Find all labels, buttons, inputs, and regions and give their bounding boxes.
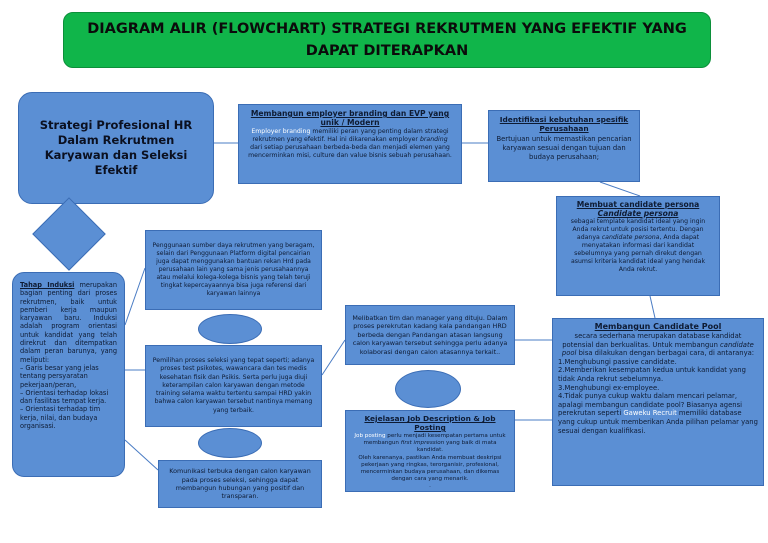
- komunikasi-node: Komunikasi terbuka dengan calon karyawan…: [158, 460, 322, 508]
- pool-item: 3.Menghubungi ex-employee.: [558, 383, 660, 392]
- main-strategy-node: Strategi Profesional HR Dalam Rekrutmen …: [18, 92, 214, 204]
- induksi-text: Tahap Induksi merupakan bagian penting d…: [20, 281, 117, 364]
- kebutuhan-text: Bertujuan untuk memastikan pencarian kar…: [496, 135, 632, 161]
- job-posting-highlight: Job posting: [354, 433, 386, 439]
- pool-highlight: Gaweku Recruit: [623, 409, 677, 418]
- induksi-item: – Orientasi terhadap lokasi dan fasilita…: [20, 388, 109, 406]
- connector-ellipse-right: [395, 370, 461, 408]
- kebutuhan-spesifik-node: Identifikasi kebutuhan spesifik Perusaha…: [488, 110, 640, 182]
- sumber-daya-node: Penggunaan sumber daya rekrutmen yang be…: [145, 230, 322, 310]
- pool-item: 2.Memberikan kesempatan kedua untuk kand…: [558, 366, 746, 383]
- persona-body-2: , Anda dapat menyatakan informasi dari k…: [570, 234, 706, 273]
- connector-persona-to-pool: [649, 295, 656, 319]
- job-posting-heading: Kejelasan Job Description & Job Posting: [364, 414, 496, 432]
- pool-item: 1.Menghubungi passive candidate.: [558, 357, 677, 366]
- induksi-body: merupakan bagian penting dari proses rek…: [20, 281, 117, 364]
- induksi-heading: Tahap Induksi: [20, 281, 75, 289]
- connector-kebutuhan-to-persona: [599, 181, 641, 197]
- job-posting-text: Job posting perlu menjadi kesempatan per…: [351, 433, 509, 491]
- libatkan-tim-text: Melibatkan tim dan manager yang dituju. …: [352, 313, 508, 356]
- libatkan-tim-node: Melibatkan tim dan manager yang dituju. …: [345, 305, 515, 365]
- job-posting-dot: .: [429, 483, 431, 490]
- connector-komunikasi-to-induksi: [124, 439, 159, 471]
- induksi-item: – Garis besar yang jelas tentang persyar…: [20, 363, 99, 389]
- job-posting-italic: first impression: [400, 440, 445, 447]
- employer-branding-italic: branding: [419, 136, 448, 143]
- induksi-item: – Orientasi terhadap tim kerja, nilai, d…: [20, 405, 101, 431]
- job-posting-body-2: yang baik di mata kandidat.: [416, 440, 497, 454]
- persona-body-1: sebagai template kandidat ideal yang ing…: [570, 218, 706, 241]
- sumber-daya-text: Penggunaan sumber daya rekrutmen yang be…: [152, 242, 315, 297]
- connector-ellipse-left-top: [198, 314, 262, 344]
- induksi-list: – Garis besar yang jelas tentang persyar…: [20, 364, 117, 430]
- persona-subheading: Candidate persona: [597, 209, 679, 218]
- pool-intro-2: bisa dilakukan dengan berbagai cara, di …: [576, 349, 755, 358]
- candidate-pool-node: Membangun Candidate Pool secara sederhan…: [552, 318, 764, 486]
- employer-branding-body-1: memiliki peran yang penting dalam strate…: [252, 128, 449, 143]
- connector-ellipse-left-bottom: [198, 428, 262, 458]
- connector-sumber-to-induksi: [124, 267, 146, 326]
- main-strategy-label: Strategi Profesional HR Dalam Rekrutmen …: [39, 118, 193, 177]
- employer-branding-highlight: Employer branding: [251, 128, 311, 135]
- pool-item-4-text: 4.Tidak punya cukup waktu dalam mencari …: [558, 392, 743, 418]
- connector-tim-to-seleksi: [321, 339, 346, 376]
- pool-intro: secara sederhana merupakan database kand…: [558, 332, 758, 358]
- pool-heading: Membangun Candidate Pool: [594, 322, 722, 331]
- pool-list: 1.Menghubungi passive candidate. 2.Membe…: [558, 358, 758, 435]
- persona-heading: Membuat candidate persona: [576, 200, 700, 209]
- page-title: DIAGRAM ALIR (FLOWCHART) STRATEGI REKRUT…: [63, 12, 711, 68]
- pool-intro-italic: candidate pool: [561, 340, 754, 358]
- persona-text: sebagai template kandidat ideal yang ing…: [563, 218, 713, 274]
- kebutuhan-heading: Identifikasi kebutuhan spesifik Perusaha…: [499, 115, 629, 133]
- job-posting-body-3: Oleh karenanya, pastikan Anda membuat de…: [358, 454, 502, 483]
- job-posting-node: Kejelasan Job Description & Job Posting …: [345, 410, 515, 492]
- komunikasi-text: Komunikasi terbuka dengan calon karyawan…: [169, 467, 311, 501]
- persona-italic: candidate persona: [601, 234, 660, 241]
- job-posting-body-1: perlu menjadi kesempatan pertama untuk m…: [363, 433, 506, 447]
- pool-intro-1: secara sederhana merupakan database kand…: [562, 332, 742, 349]
- employer-branding-text: Employer branding memiliki peran yang pe…: [247, 128, 453, 160]
- employer-branding-heading: Membangun employer branding dan EVP yang…: [250, 109, 450, 127]
- tahap-induksi-node: Tahap Induksi merupakan bagian penting d…: [12, 272, 125, 477]
- pool-item: 4.Tidak punya cukup waktu dalam mencari …: [558, 392, 758, 435]
- proses-seleksi-text: Pemilihan proses seleksi yang tepat sepe…: [152, 357, 315, 414]
- candidate-persona-node: Membuat candidate persona Candidate pers…: [556, 196, 720, 296]
- employer-branding-body-2: dari setiap perusahaan berbeda-beda dan …: [248, 144, 452, 159]
- pool-tail: memiliki database yang cukup untuk membe…: [558, 409, 758, 435]
- proses-seleksi-node: Pemilihan proses seleksi yang tepat sepe…: [145, 345, 322, 427]
- employer-branding-node: Membangun employer branding dan EVP yang…: [238, 104, 462, 184]
